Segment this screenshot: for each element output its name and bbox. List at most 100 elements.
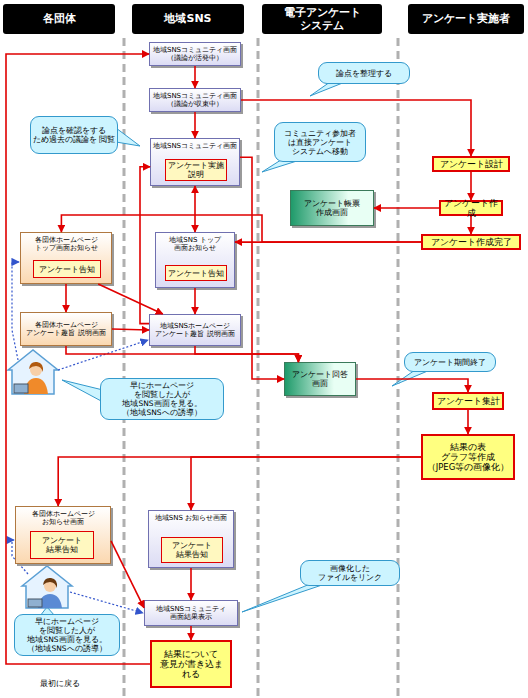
person-icon bbox=[22, 566, 72, 608]
flow-arrow bbox=[194, 112, 196, 138]
node-text: 早にホームページ を閲覧した人が 地域SNS画面を見る。 （地域SNSへの誘導） bbox=[101, 381, 223, 417]
task-box: 結果の表 グラフ等作成 （JPEG等の画像化） bbox=[421, 434, 515, 480]
lane-header: 地域SNS bbox=[132, 4, 244, 34]
node-text: アンケート告知 bbox=[38, 265, 96, 274]
callout-bubble: 論点を整理する bbox=[318, 62, 410, 84]
callout-bubble: 画像化した ファイルをリンク bbox=[300, 560, 400, 586]
node-text: 地域SNSコミュニティ画面 bbox=[152, 142, 238, 150]
node-text: アンケート実施者 bbox=[421, 12, 511, 25]
node-text: 各団体ホームページ お知らせ画面 bbox=[16, 510, 110, 527]
node-text: アンケート設計 bbox=[439, 159, 504, 169]
node-text: 論点を整理する bbox=[335, 69, 393, 78]
org-page-box: 各団体ホームページ お知らせ画面アンケート 結果告知 bbox=[15, 506, 111, 564]
flow-arrow bbox=[66, 346, 298, 362]
node-text: アンケート実施 説明 bbox=[166, 161, 226, 179]
person-hair bbox=[29, 362, 43, 372]
callout-tail bbox=[392, 370, 430, 386]
flow-arrow bbox=[467, 410, 469, 434]
flow-arrow bbox=[235, 241, 421, 243]
node-text: 地域SNSコミュニティ 画面結果表示 bbox=[145, 605, 237, 622]
node-text: アンケート回答 画面 bbox=[285, 370, 355, 388]
system-screen-box: アンケート回答 画面 bbox=[284, 362, 356, 396]
callout-tail bbox=[62, 380, 103, 402]
node-text: 地域SNSホームページ アンケート趣旨 説明画面 bbox=[150, 322, 240, 339]
node-text: 各団体 bbox=[42, 12, 77, 25]
node-text: アンケート期間終了 bbox=[413, 358, 487, 367]
flow-arrow bbox=[356, 379, 468, 392]
node-text: アンケート告知 bbox=[167, 269, 225, 278]
node-text: 各団体ホームページ アンケート趣旨 説明画面 bbox=[21, 321, 111, 338]
callout-bubble: 早にホームページ を閲覧した人が 地域SNS画面を見る。 （地域SNSへの誘導） bbox=[14, 614, 120, 656]
sns-screen-box: 地域SNSコミュニティ 画面結果表示 bbox=[144, 600, 238, 626]
sns-screen-box: 地域SNS トップ 画面お知らせアンケート告知 bbox=[155, 232, 235, 288]
node-text: 早にホームページ を閲覧した人が 地域SNS画面を見る。 （地域SNSへの誘導） bbox=[15, 617, 119, 653]
flow-arrow bbox=[58, 457, 421, 506]
node-text: アンケート 結果告知 bbox=[162, 541, 222, 559]
lane-divider bbox=[397, 38, 400, 698]
node-text: 画像化した ファイルをリンク bbox=[301, 564, 399, 582]
task-box: アンケート設計 bbox=[432, 156, 510, 172]
dotted-guide bbox=[12, 262, 19, 360]
node-text: アンケート作成完了 bbox=[430, 237, 513, 247]
task-box: アンケート集計 bbox=[432, 392, 504, 410]
node-text: コミュニティ参加者 は直接アンケート システムへ移動 bbox=[275, 129, 365, 156]
flow-arrow bbox=[194, 66, 196, 88]
flow-arrow bbox=[194, 186, 196, 232]
laptop bbox=[14, 384, 28, 393]
system-screen-box: アンケート帳票 作成画面 bbox=[290, 190, 374, 226]
callout-tail bbox=[116, 128, 140, 146]
node-text: 地域SNSコミュニティ画面 （議論が収束中） bbox=[150, 92, 240, 109]
node-text: 電子アンケート システム bbox=[262, 6, 382, 32]
callout-tail bbox=[310, 82, 345, 96]
sns-screen-box: 地域SNSコミュニティ画面 （議論が活発中） bbox=[149, 42, 241, 66]
node-text: 論点を確認をする ため過去の議論を 閲覧 bbox=[31, 126, 117, 144]
node-text: 結果の表 グラフ等作成 （JPEG等の画像化） bbox=[423, 442, 513, 473]
lane-header: アンケート実施者 bbox=[408, 4, 524, 34]
laptop bbox=[28, 599, 42, 607]
house-outline bbox=[22, 566, 72, 608]
callout-bubble: アンケート期間終了 bbox=[404, 352, 496, 372]
node-text: アンケート帳票 作成画面 bbox=[291, 199, 373, 217]
flow-arrow bbox=[195, 346, 298, 362]
note-label: 最初に戻る bbox=[40, 678, 80, 689]
sns-screen-box: 地域SNSホームページ アンケート趣旨 説明画面 bbox=[149, 314, 241, 346]
node-text: 各団体ホームページ トップ画面お知らせ bbox=[21, 236, 111, 253]
flow-arrow bbox=[374, 207, 439, 209]
node-text: アンケート 結果告知 bbox=[31, 536, 93, 554]
notice-box: アンケート告知 bbox=[165, 265, 227, 281]
house-outline bbox=[8, 350, 58, 394]
flow-arrow bbox=[470, 216, 472, 234]
node-text: 結果について 意見が書き込ま れる bbox=[152, 649, 230, 680]
sns-screen-box: 地域SNS お知らせ画面アンケート 結果告知 bbox=[148, 510, 234, 568]
flow-arrow bbox=[111, 541, 144, 608]
notice-box: アンケート告知 bbox=[33, 260, 101, 278]
task-box: アンケート作成完了 bbox=[421, 234, 521, 250]
lane-divider bbox=[257, 38, 260, 698]
notice-box: アンケート 結果告知 bbox=[30, 531, 94, 559]
org-page-box: 各団体ホームページ トップ画面お知らせアンケート告知 bbox=[20, 232, 112, 284]
dotted-guide bbox=[70, 592, 143, 613]
flow-arrow bbox=[112, 329, 149, 330]
node-text: 地域SNS トップ 画面お知らせ bbox=[156, 236, 234, 253]
notice-box: アンケート 結果告知 bbox=[161, 537, 223, 563]
node-text: 地域SNS bbox=[163, 12, 212, 25]
node-text: 地域SNSコミュニティ画面 （議論が活発中） bbox=[150, 46, 240, 63]
callout-bubble: 早にホームページ を閲覧した人が 地域SNS画面を見る。 （地域SNSへの誘導） bbox=[100, 378, 224, 420]
callout-tail bbox=[242, 584, 325, 612]
flow-arrow bbox=[98, 284, 163, 314]
flow-arrow bbox=[65, 284, 67, 312]
person-icon bbox=[8, 350, 58, 394]
flow-arrow bbox=[194, 288, 196, 314]
person-hair bbox=[43, 578, 57, 588]
task-box: アンケート作成 bbox=[439, 200, 503, 216]
node-text: アンケート集計 bbox=[436, 396, 501, 406]
flow-arrow bbox=[470, 172, 472, 200]
node-text: 地域SNS お知らせ画面 bbox=[154, 514, 228, 522]
flow-arrow bbox=[140, 167, 150, 324]
task-box: 結果について 意見が書き込ま れる bbox=[150, 640, 232, 688]
notice-box: アンケート実施 説明 bbox=[165, 159, 227, 181]
flow-arrow bbox=[6, 54, 150, 664]
